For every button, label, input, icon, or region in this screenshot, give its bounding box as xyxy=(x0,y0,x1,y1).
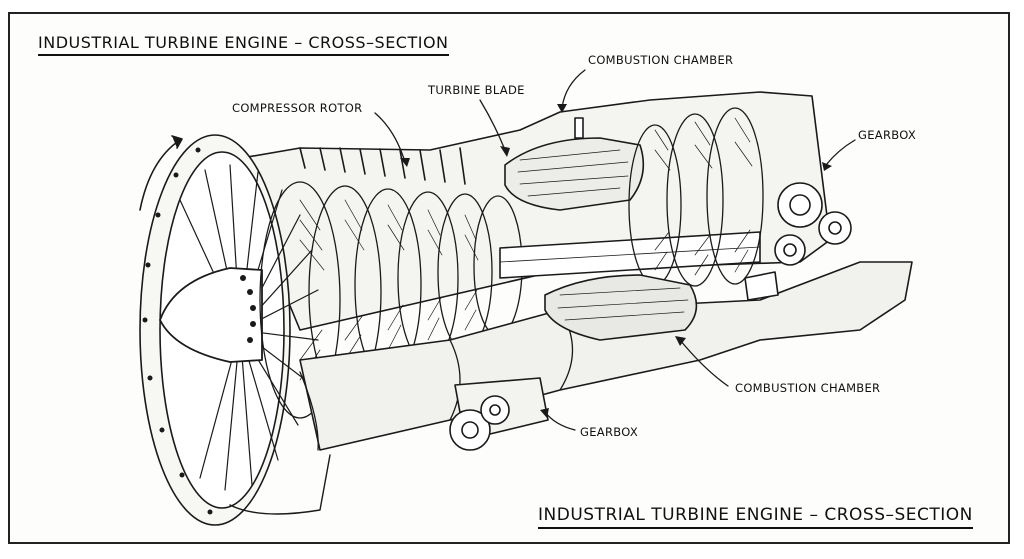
title-bottom: INDUSTRIAL TURBINE ENGINE – CROSS–SECTIO… xyxy=(538,505,973,529)
combustor-hatch-top xyxy=(517,149,629,197)
label-combustion-chamber-bottom: COMBUSTION CHAMBER xyxy=(735,381,881,395)
label-compressor-rotor: COMPRESSOR ROTOR xyxy=(232,101,363,115)
casing-ribs-top xyxy=(299,147,466,185)
outer-casing-top xyxy=(229,91,831,331)
leader-arrowheads xyxy=(400,104,832,418)
mount-bracket xyxy=(744,271,779,301)
nose-cone xyxy=(159,267,263,363)
flange-bolts xyxy=(142,147,213,515)
label-turbine-blade: TURBINE BLADE xyxy=(428,83,525,97)
label-gearbox-bottom: GEARBOX xyxy=(580,425,639,439)
gearbox-right xyxy=(774,182,852,266)
rotation-arrow-head xyxy=(171,135,183,149)
intake-lip xyxy=(229,454,331,515)
turbine-blade-hatching xyxy=(654,117,753,276)
gearbox-bottom xyxy=(449,377,549,451)
main-shaft xyxy=(499,231,761,279)
fuel-nozzle-top xyxy=(574,117,584,139)
combustion-chamber-bottom xyxy=(544,274,698,341)
compressor-blade-hatching xyxy=(299,199,479,381)
label-gearbox-right: GEARBOX xyxy=(858,128,917,142)
combustion-chamber-top xyxy=(504,137,645,211)
rotation-arrow xyxy=(139,139,181,211)
nose-cone-holes xyxy=(240,275,256,343)
label-combustion-chamber-top: COMBUSTION CHAMBER xyxy=(588,53,734,67)
combustor-hatch-bottom xyxy=(557,287,689,321)
title-top: INDUSTRIAL TURBINE ENGINE – CROSS–SECTIO… xyxy=(38,33,449,56)
